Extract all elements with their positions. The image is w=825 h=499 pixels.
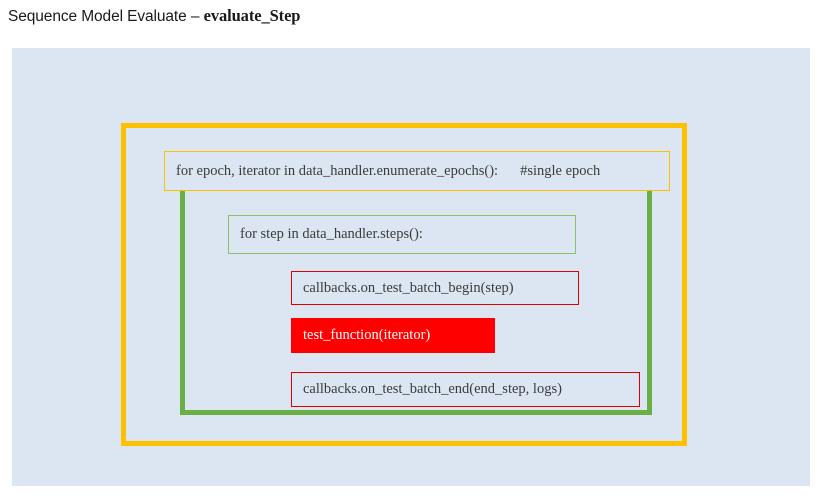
step-label-on-test-batch-end: callbacks.on_test_batch_end(end_step, lo… — [303, 381, 562, 397]
step-box-on-test-batch-end[interactable]: callbacks.on_test_batch_end(end_step, lo… — [291, 372, 640, 407]
inner-loop-header-text: for step in data_handler.steps(): — [240, 226, 423, 242]
outer-loop-bracket — [121, 123, 687, 446]
page-title-highlight: evaluate_Step — [203, 6, 301, 25]
outer-loop-header-box[interactable]: for epoch, iterator in data_handler.enum… — [164, 151, 670, 191]
inner-loop-header-box[interactable]: for step in data_handler.steps(): — [228, 215, 576, 254]
page-title: Sequence Model Evaluate – evaluate_Step — [8, 6, 300, 26]
step-label-test-function: test_function(iterator) — [303, 327, 431, 343]
inner-loop-bracket-notch — [224, 206, 579, 215]
diagram-canvas: for epoch, iterator in data_handler.enum… — [12, 48, 810, 486]
outer-loop-bracket-notch — [164, 146, 672, 155]
step-box-test-function[interactable]: test_function(iterator) — [291, 318, 495, 353]
step-box-on-test-batch-begin[interactable]: callbacks.on_test_batch_begin(step) — [291, 271, 579, 305]
outer-loop-header-text: for epoch, iterator in data_handler.enum… — [176, 162, 499, 179]
step-label-on-test-batch-begin: callbacks.on_test_batch_begin(step) — [303, 279, 514, 296]
page-title-prefix: Sequence Model Evaluate – — [8, 8, 204, 25]
outer-loop-comment: #single epoch — [520, 162, 601, 179]
